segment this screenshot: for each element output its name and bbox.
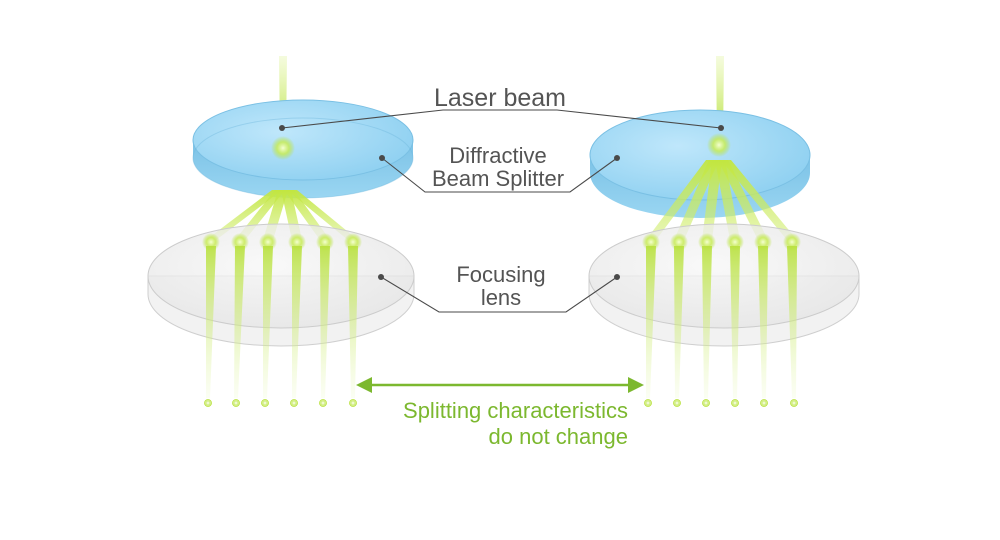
right-split-beams [646,160,797,240]
right-focused-beams [646,246,797,398]
leader-dots [279,125,724,280]
laser-beam-label: Laser beam [434,84,566,112]
leader-lines [281,109,722,313]
focusing-lens-label-line1: Focusing [456,262,545,287]
left-setup [147,56,415,407]
focusing-lens-leader [380,276,618,313]
laser-beam-leader [281,109,722,129]
right-splitter-glow [707,133,731,157]
right-setup [588,56,860,407]
characteristics-label-line2: do not change [489,424,628,449]
beam-splitter-label-line2: Beam Splitter [432,166,564,191]
left-focusing-lens [147,223,415,347]
characteristics-label-line1: Splitting characteristics [403,398,628,423]
comparison-arrow [356,377,644,393]
left-diffractive-beam-splitter [192,99,414,199]
beam-splitter-label-line1: Diffractive [449,143,546,168]
right-focal-points [644,399,798,407]
left-splitter-glow [271,136,295,160]
focusing-lens-label-line2: lens [481,285,521,310]
beam-splitter-leader [381,157,618,193]
left-focused-beams [206,246,358,398]
left-split-beams [206,190,358,240]
left-focal-points [204,399,357,407]
right-focusing-lens [588,223,860,347]
